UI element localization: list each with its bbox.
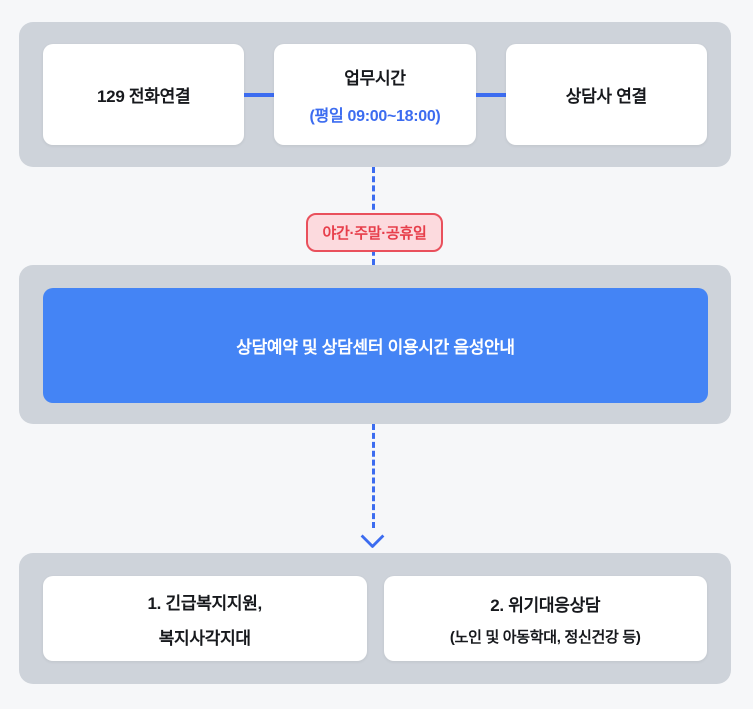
step3-row: 1. 긴급복지지원, 복지사각지대 2. 위기대응상담 (노인 및 아동학대, …	[19, 553, 731, 684]
step1-panel: 129 전화연결 업무시간 (평일 09:00~18:00) 상담사 연결	[19, 22, 731, 167]
card-emergency-welfare-line2: 복지사각지대	[158, 628, 251, 648]
step2-panel: 상담예약 및 상담센터 이용시간 음성안내	[19, 265, 731, 424]
card-emergency-welfare-line1: 1. 긴급복지지원,	[147, 593, 263, 613]
card-crisis-counseling-line1: 2. 위기대응상담	[490, 595, 601, 615]
card-crisis-counseling: 2. 위기대응상담 (노인 및 아동학대, 정신건강 등)	[383, 576, 707, 661]
card-business-hours: 업무시간 (평일 09:00~18:00)	[274, 44, 476, 145]
connector-line-left	[244, 92, 275, 97]
card-counselor-connect-label: 상담사 연결	[565, 87, 647, 106]
card-business-hours-label: 업무시간	[344, 68, 406, 88]
arrow-down-icon	[360, 524, 385, 549]
step1-row: 129 전화연결 업무시간 (평일 09:00~18:00) 상담사 연결	[19, 22, 731, 167]
card-crisis-counseling-line2: (노인 및 아동학대, 정신건강 등)	[449, 628, 641, 646]
card-business-hours-sublabel: (평일 09:00~18:00)	[309, 107, 441, 125]
after-hours-badge: 야간·주말·공휴일	[306, 213, 443, 252]
dashed-connector-bottom	[372, 424, 375, 528]
voice-guidance-bar: 상담예약 및 상담센터 이용시간 음성안내	[43, 288, 708, 403]
card-counselor-connect: 상담사 연결	[505, 44, 707, 145]
card-129-call-label: 129 전화연결	[97, 87, 191, 106]
step3-panel: 1. 긴급복지지원, 복지사각지대 2. 위기대응상담 (노인 및 아동학대, …	[19, 553, 731, 684]
after-hours-badge-label: 야간·주말·공휴일	[322, 225, 427, 242]
connector-line-right	[475, 92, 506, 97]
card-emergency-welfare: 1. 긴급복지지원, 복지사각지대	[43, 576, 367, 661]
card-129-call: 129 전화연결	[43, 44, 245, 145]
voice-guidance-bar-label: 상담예약 및 상담센터 이용시간 음성안내	[236, 338, 515, 357]
